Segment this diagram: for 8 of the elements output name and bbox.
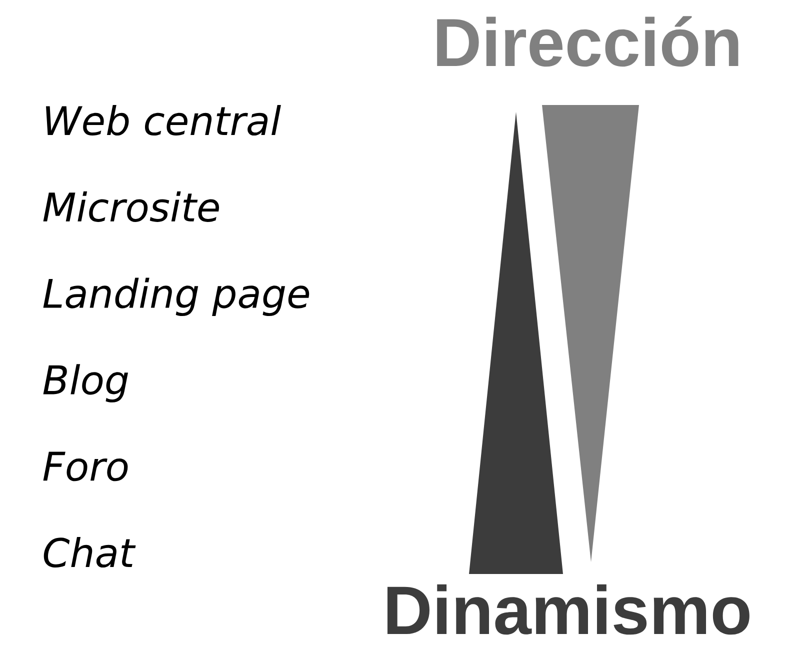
- list-item: Microsite: [43, 191, 219, 222]
- heading: Dinamismo: [387, 584, 750, 635]
- list-item: Web central: [46, 104, 281, 136]
- heading: Dirección: [437, 16, 738, 67]
- list-item: Landing page: [43, 278, 310, 316]
- list-item: Chat: [44, 536, 136, 568]
- list-item: Blog: [43, 364, 128, 402]
- list-item: Foro: [43, 452, 128, 482]
